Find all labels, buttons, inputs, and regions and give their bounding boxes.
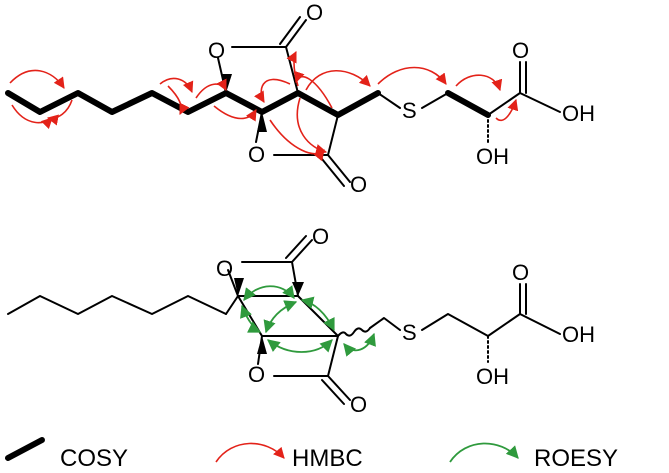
top-alpha-oh: OH	[476, 144, 509, 169]
hmbc-arrow	[495, 98, 519, 122]
roesy-arrow	[263, 300, 298, 334]
top-o-ring-bottom: O	[248, 142, 265, 167]
legend-cosy-line	[5, 437, 45, 461]
bottom-lactone-bottom	[257, 335, 351, 405]
hmbc-arrow	[269, 119, 325, 162]
top-o-carbonyl-top: O	[306, 0, 323, 25]
top-o-carbonyl-bottom: O	[350, 172, 367, 197]
bottom-roesy-arrows	[240, 285, 376, 357]
bottom-wedge-1	[234, 278, 244, 296]
legend-roesy-label: ROESY	[534, 445, 618, 472]
bottom-wedge-2	[257, 336, 267, 354]
hmbc-arrow	[254, 78, 291, 103]
top-wedge-2	[257, 112, 267, 132]
top-acid-oh: OH	[562, 101, 595, 126]
hmbc-arrow	[305, 69, 371, 91]
top-cosy-side	[445, 90, 491, 118]
legend-hmbc-arrow	[215, 442, 285, 463]
bottom-wavy-bond	[337, 327, 371, 337]
bottom-acid-carbonyl	[519, 283, 527, 315]
bottom-o-carbonyl-top: O	[312, 224, 329, 249]
legend-hmbc-label: HMBC	[292, 445, 363, 472]
bottom-side-chain	[369, 317, 401, 331]
roesy-arrow	[343, 332, 376, 357]
hmbc-arrow	[167, 85, 190, 116]
hmbc-arrow	[377, 66, 447, 85]
top-structure: O O O O S OH O OH	[5, 0, 595, 197]
top-acid-carbonyl-o: O	[512, 38, 529, 63]
top-lactone-bottom	[255, 111, 351, 187]
top-side-chain	[377, 92, 401, 109]
bottom-acid-carbonyl-o: O	[512, 260, 529, 285]
bottom-o-carbonyl-bottom: O	[350, 392, 367, 417]
top-cosy-ring	[223, 90, 381, 118]
hmbc-arrow	[293, 70, 333, 109]
bottom-o-ring-top: O	[216, 256, 233, 281]
hmbc-arrow	[195, 78, 227, 99]
bottom-ring-bonds	[225, 295, 339, 337]
legend-cosy-label: COSY	[60, 445, 128, 472]
top-hmbc-arrows	[9, 50, 519, 162]
hmbc-arrow	[455, 74, 503, 92]
top-lactone-top	[217, 16, 307, 94]
bottom-wedge-3	[292, 282, 304, 296]
bottom-sulfur: S	[402, 320, 417, 345]
hmbc-arrow	[159, 77, 194, 94]
bottom-structure: O O O O S OH O OH	[7, 224, 595, 417]
top-o-ring-top: O	[208, 38, 225, 63]
hmbc-arrow	[9, 69, 65, 89]
bottom-o-ring-bottom: O	[248, 362, 265, 387]
top-cosy-chain	[5, 90, 229, 115]
bottom-lactone-top	[227, 235, 313, 297]
bottom-acid-oh: OH	[562, 322, 595, 347]
roesy-arrow	[267, 339, 333, 353]
roesy-arrow	[243, 285, 295, 301]
top-sulfur: S	[402, 98, 417, 123]
bottom-alpha-oh: OH	[476, 364, 509, 389]
top-acid-carbonyl	[519, 61, 527, 94]
hmbc-arrow	[46, 99, 73, 126]
top-side-chain-2	[421, 92, 561, 116]
legend: COSY HMBC ROESY	[5, 437, 618, 472]
bottom-hexyl-chain	[7, 295, 227, 315]
hmbc-arrow	[213, 105, 257, 122]
roesy-arrow	[300, 296, 335, 332]
roesy-arrow	[240, 304, 262, 333]
bottom-side-chain-2	[421, 313, 561, 337]
legend-roesy-arrow	[449, 442, 519, 463]
